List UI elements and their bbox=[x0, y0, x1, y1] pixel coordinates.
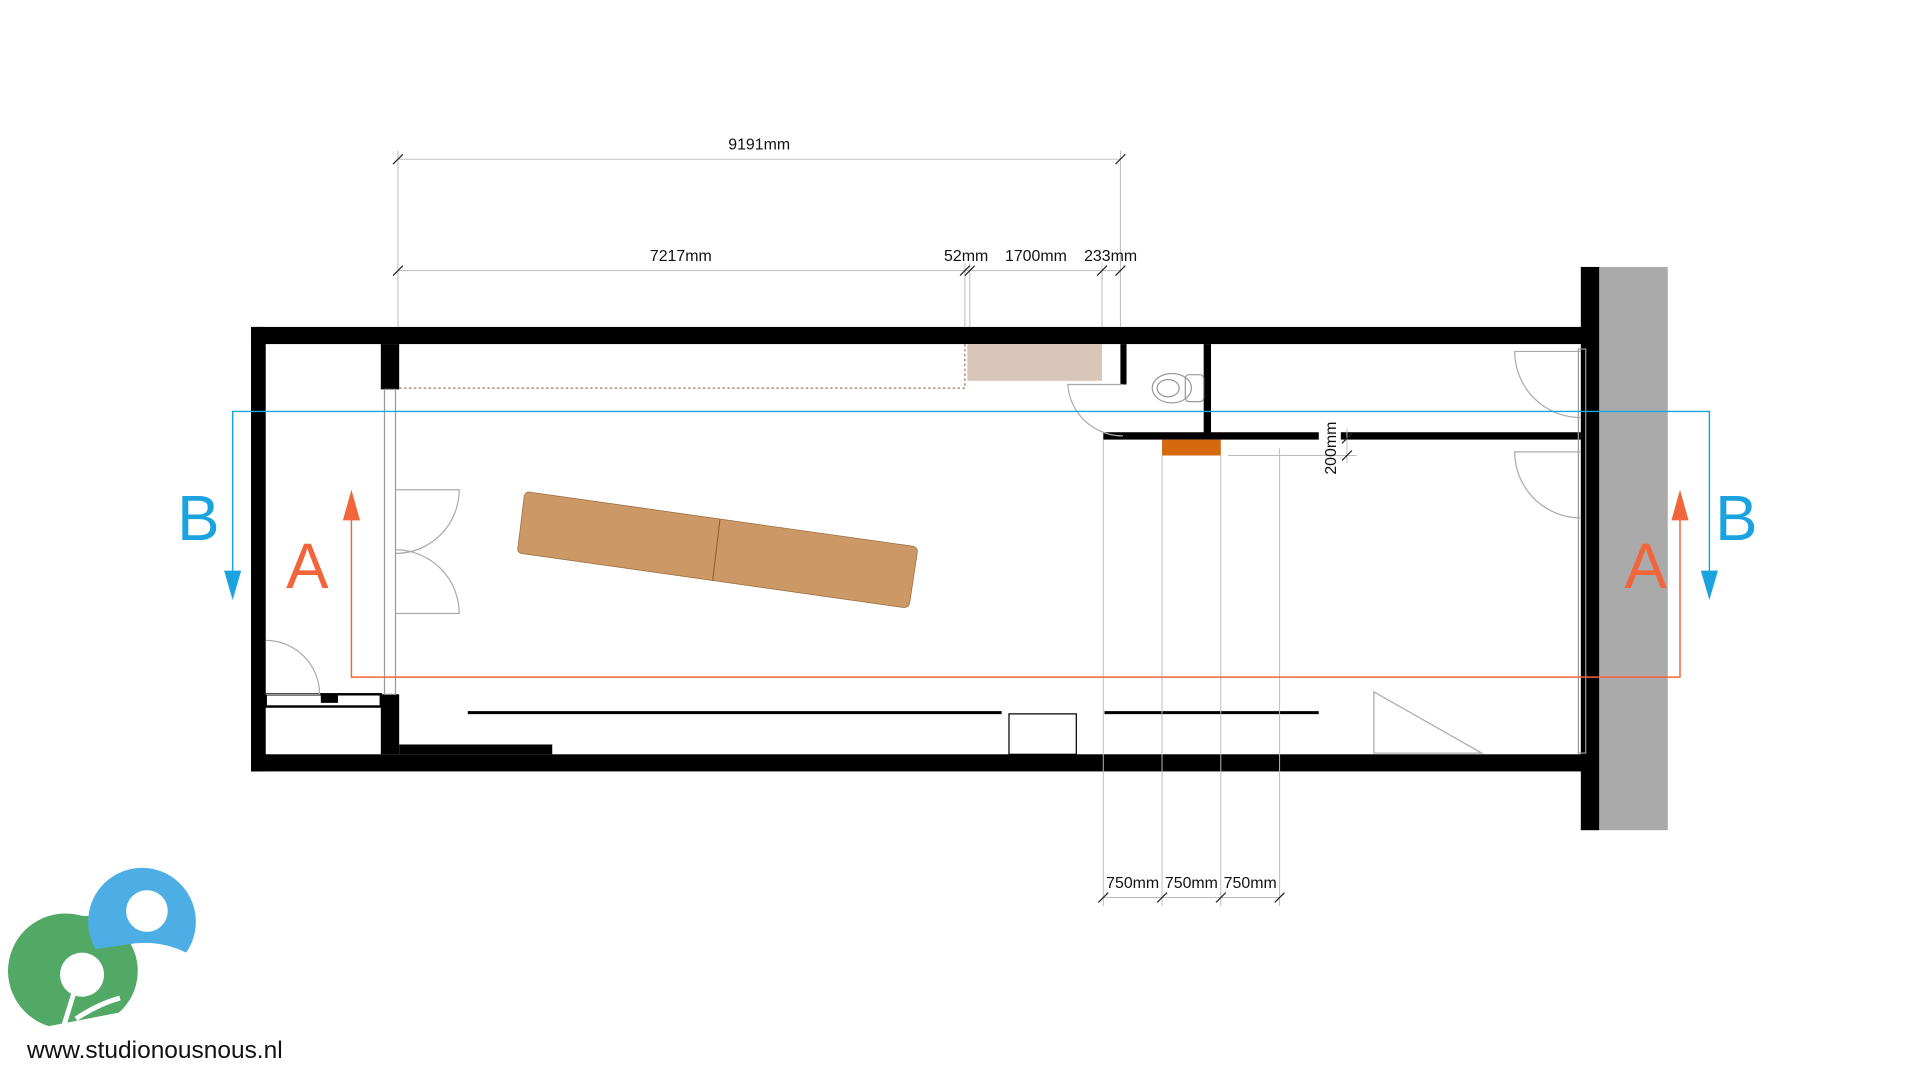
arrow-up-icon bbox=[1671, 489, 1689, 521]
desk bbox=[967, 344, 1103, 381]
table-seam bbox=[712, 519, 721, 581]
facade-wall bbox=[1599, 266, 1668, 831]
arrow-up-icon bbox=[342, 489, 360, 521]
dim-segment-3: 1700mm bbox=[1005, 248, 1067, 265]
doors bbox=[265, 350, 1581, 754]
arrow-down-icon bbox=[224, 570, 242, 600]
table bbox=[517, 491, 918, 608]
section-line-b bbox=[231, 410, 1711, 583]
window-frame-left bbox=[383, 388, 397, 695]
accent-block bbox=[1162, 439, 1221, 456]
window-frame-right bbox=[1577, 348, 1587, 754]
dim-bottom-2: 750mm bbox=[1165, 875, 1218, 892]
arrow-down-icon bbox=[1700, 570, 1718, 600]
cabinet bbox=[1008, 713, 1077, 755]
right-wall bbox=[1580, 266, 1600, 831]
dim-bottom-3: 750mm bbox=[1224, 875, 1277, 892]
section-b-label-right: B bbox=[1715, 483, 1757, 554]
dim-overall: 9191mm bbox=[728, 136, 790, 153]
dim-segment-1: 7217mm bbox=[650, 248, 712, 265]
section-a-label-left: A bbox=[286, 531, 329, 602]
dim-segment-2: 52mm bbox=[944, 248, 988, 265]
dim-segment-4: 233mm bbox=[1084, 248, 1137, 265]
section-b-label-left: B bbox=[177, 483, 219, 554]
dim-bottom-1: 750mm bbox=[1106, 875, 1159, 892]
desk-outline bbox=[399, 344, 966, 389]
walls bbox=[251, 326, 1598, 772]
website-link[interactable]: www.studionousnous.nl bbox=[26, 1037, 283, 1064]
section-a-label-right: A bbox=[1624, 531, 1667, 602]
studio-logo bbox=[8, 867, 196, 1027]
toilet-icon bbox=[1151, 372, 1205, 404]
section-line-a bbox=[350, 516, 1681, 678]
dim-wall-thickness: 200mm bbox=[1323, 422, 1340, 475]
